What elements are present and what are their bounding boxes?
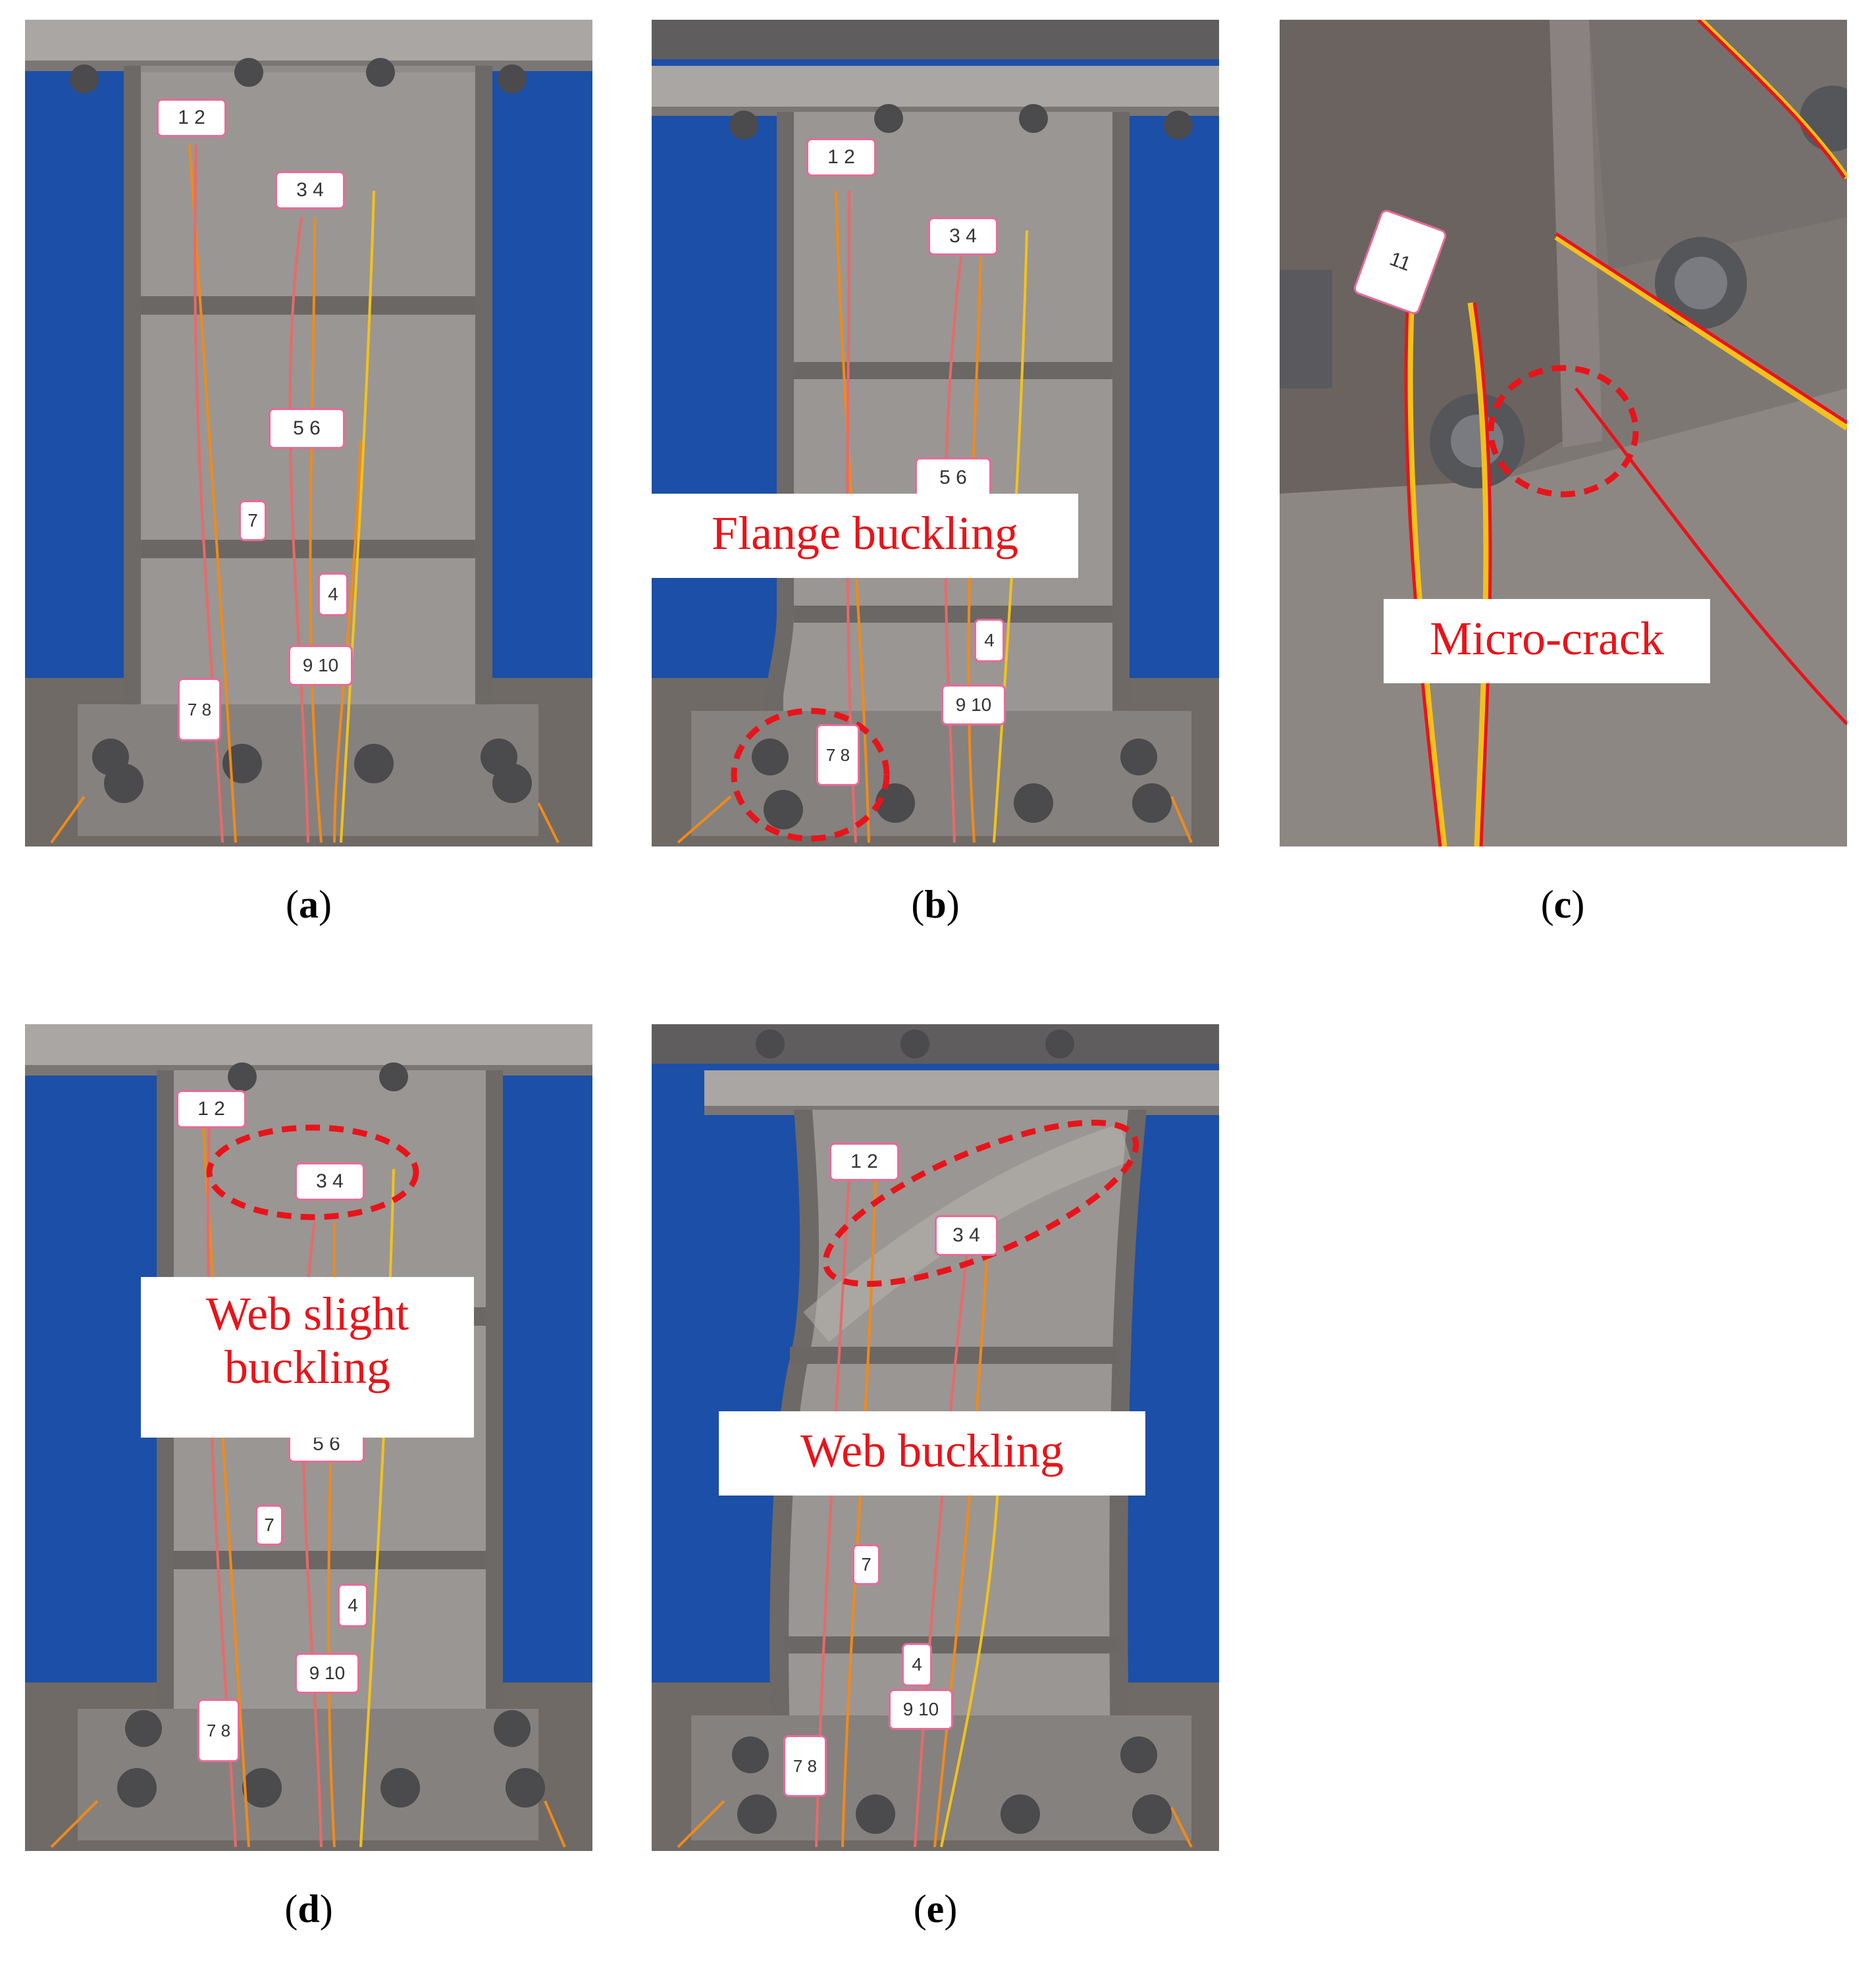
gauge-tag: 5 6 — [269, 408, 345, 449]
web-buckling-marker — [822, 1120, 1139, 1287]
web-slight-buckling-marker — [206, 1124, 419, 1220]
annotation-text-line-1: Web slight — [205, 1288, 409, 1340]
micro-crack-marker — [1488, 365, 1639, 498]
panel-letter: a — [299, 883, 319, 926]
gauge-tag: 7 — [852, 1544, 880, 1585]
gauge-tag: 7 8 — [197, 1699, 240, 1762]
gauge-tag: 1 2 — [806, 138, 876, 176]
gauge-tag: 1 2 — [829, 1143, 899, 1181]
photo-panel-e: 1 2 3 4 5 6 7 4 9 10 7 8 Web buckling — [652, 1024, 1219, 1851]
panel-caption-c: (c) — [1540, 883, 1585, 926]
panel-caption-a: (a) — [286, 883, 332, 926]
gauge-tag: 7 8 — [178, 678, 221, 741]
photo-panel-b: 1 2 3 4 5 6 4 9 10 7 8 Flange buckling — [652, 20, 1219, 847]
gauge-tag: 7 — [255, 1505, 283, 1546]
gauge-tag: 4 — [318, 573, 348, 616]
photo-panel-d: 1 2 3 4 5 6 7 4 9 10 7 8 Web slight buck… — [25, 1024, 592, 1851]
annotation-text: Flange buckling — [712, 507, 1018, 560]
gauge-tag: 4 — [338, 1584, 368, 1627]
gauge-tag: 1 2 — [176, 1090, 246, 1128]
gauge-tag: 7 8 — [816, 724, 860, 786]
gauge-tag: 3 4 — [295, 1162, 365, 1201]
panel-caption-b: (b) — [911, 883, 960, 926]
gauge-tag: 3 4 — [928, 217, 998, 255]
gauge-tag: 9 10 — [295, 1653, 359, 1694]
specimen-photo-c — [1280, 20, 1847, 847]
panel-letter: b — [924, 883, 947, 926]
annotation-text-line-2: buckling — [224, 1340, 390, 1394]
annotation-text: Web buckling — [800, 1424, 1064, 1477]
web-slight-buckling-label: Web slight buckling — [141, 1277, 474, 1438]
flange-buckling-label: Flange buckling — [652, 494, 1078, 578]
gauge-tag: 7 — [239, 500, 267, 541]
panel-letter: c — [1553, 883, 1572, 926]
gauge-tag: 9 10 — [889, 1689, 953, 1730]
panel-letter: e — [926, 1887, 945, 1931]
gauge-tag: 4 — [974, 619, 1004, 662]
photo-panel-a: 1 2 3 4 5 6 7 4 9 10 7 8 — [25, 20, 592, 847]
panel-caption-e: (e) — [913, 1887, 958, 1931]
flange-buckling-marker — [731, 708, 890, 842]
photo-panel-c: 11 Micro-crack — [1280, 20, 1847, 847]
gauge-tag: 3 4 — [935, 1215, 998, 1256]
web-buckling-label: Web buckling — [719, 1411, 1145, 1496]
specimen-photo-b — [652, 20, 1219, 847]
gauge-tag: 1 2 — [157, 99, 226, 137]
panel-caption-d: (d) — [284, 1887, 333, 1931]
gauge-tag: 7 8 — [783, 1735, 827, 1797]
gauge-tag: 9 10 — [941, 685, 1006, 725]
panel-letter: d — [298, 1887, 320, 1931]
gauge-tag: 5 6 — [915, 457, 991, 498]
micro-crack-label: Micro-crack — [1384, 599, 1710, 683]
gauge-tag: 4 — [902, 1643, 932, 1686]
gauge-tag: 3 4 — [275, 171, 345, 209]
annotation-text: Micro-crack — [1430, 612, 1664, 665]
gauge-tag: 9 10 — [288, 645, 353, 686]
